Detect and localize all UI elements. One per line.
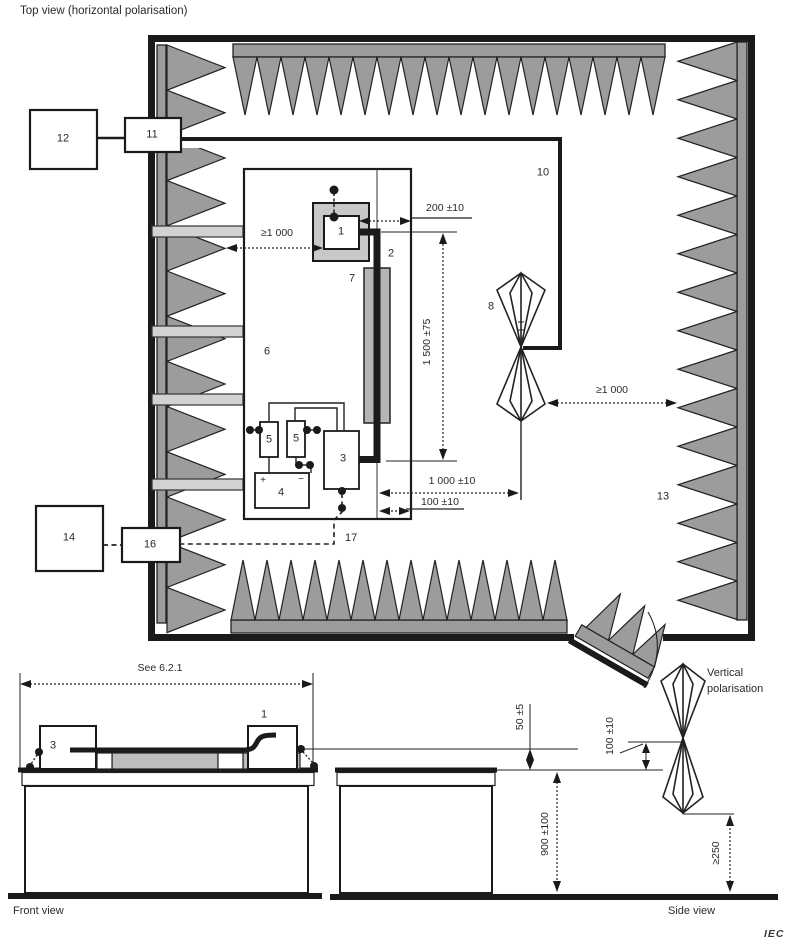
absorber-door bbox=[567, 592, 667, 688]
vertical-antenna bbox=[660, 662, 706, 815]
label-box-11: 11 bbox=[146, 128, 158, 141]
dimension-lines-bottom bbox=[556, 744, 731, 891]
wall-box-11 bbox=[123, 116, 183, 154]
label-battery-4: 4 bbox=[277, 486, 285, 499]
dim-antenna-to-absorber: ≥1 000 bbox=[595, 383, 629, 396]
dim-harness-length: 1 500 ±75 bbox=[420, 318, 433, 366]
label-an-5b: 5 bbox=[292, 432, 300, 445]
iec-mark: IEC bbox=[764, 928, 785, 940]
front-harness bbox=[70, 732, 277, 753]
absorber-cones-top bbox=[232, 56, 666, 116]
door-swing-arc bbox=[643, 611, 658, 689]
instrument-box-14 bbox=[34, 504, 105, 573]
front-view-caption: Front view bbox=[13, 905, 64, 917]
battery-minus-sign: − bbox=[298, 474, 304, 485]
figure-title: Top view (horizontal polarisation) bbox=[20, 5, 188, 17]
load-box-3 bbox=[323, 430, 360, 490]
label-cable-10: 10 bbox=[536, 166, 550, 179]
label-box-14: 14 bbox=[62, 531, 76, 544]
side-view-table bbox=[335, 767, 497, 894]
battery-box-4 bbox=[254, 472, 310, 509]
bench-equipment bbox=[254, 420, 360, 509]
absorber-cones-bottom bbox=[230, 559, 568, 621]
biconical-antenna-8 bbox=[496, 271, 546, 423]
front-label-load-3: 3 bbox=[49, 739, 57, 752]
absorber-cones-right bbox=[676, 41, 738, 621]
label-bench-6: 6 bbox=[263, 345, 271, 358]
label-harness-2: 2 bbox=[387, 247, 395, 260]
dimension-arrows-top bbox=[226, 217, 677, 515]
side-view-caption: Side view bbox=[668, 905, 716, 917]
dim-bench-length: See 6.2.1 bbox=[137, 661, 183, 674]
vertical-polarisation-label: Vertical polarisation bbox=[707, 667, 764, 695]
instrument-boxes bbox=[28, 108, 183, 573]
dim-harness-to-edge: 100 ±10 bbox=[421, 495, 459, 508]
connector-dots bbox=[246, 185, 346, 512]
dimension-see-621 bbox=[19, 673, 314, 768]
label-antenna-8: 8 bbox=[487, 300, 495, 313]
battery-plus-sign: + bbox=[260, 475, 266, 486]
label-17: 17 bbox=[345, 532, 358, 544]
control-line-17 bbox=[181, 493, 343, 545]
dim-eut-to-edge: 200 ±10 bbox=[426, 201, 464, 214]
antenna-cable-10 bbox=[181, 137, 562, 350]
dimension-lines-top bbox=[228, 217, 675, 512]
front-label-eut-1: 1 bbox=[260, 708, 268, 721]
dim-antenna-to-harness: 1 000 ±10 bbox=[428, 474, 476, 487]
dim-eut-to-absorber: ≥1 000 bbox=[260, 226, 294, 239]
wall-box-16 bbox=[120, 526, 182, 564]
chamber-shield-walls bbox=[148, 35, 755, 641]
front-ground-dots bbox=[26, 745, 318, 771]
dim-harness-height: 50 ±5 bbox=[513, 703, 526, 731]
label-box-12: 12 bbox=[56, 132, 70, 145]
reference-lines-bottom bbox=[305, 704, 734, 815]
label-load-3: 3 bbox=[339, 452, 347, 465]
wire-harness-2 bbox=[358, 228, 381, 463]
label-support-7: 7 bbox=[348, 272, 356, 285]
label-eut-1: 1 bbox=[337, 225, 345, 238]
dim-antenna-clearance: ≥250 bbox=[709, 841, 722, 865]
front-view-table bbox=[18, 767, 318, 894]
label-box-16: 16 bbox=[143, 538, 157, 551]
bench-wiring bbox=[246, 402, 345, 473]
dim-antenna-height: 100 ±10 bbox=[603, 717, 616, 755]
dimension-arrows-bottom bbox=[526, 743, 734, 892]
label-absorber-13: 13 bbox=[656, 490, 670, 503]
label-an-5a: 5 bbox=[265, 433, 273, 446]
instrument-box-12 bbox=[28, 108, 99, 171]
dim-bench-height: 900 ±100 bbox=[538, 812, 551, 856]
